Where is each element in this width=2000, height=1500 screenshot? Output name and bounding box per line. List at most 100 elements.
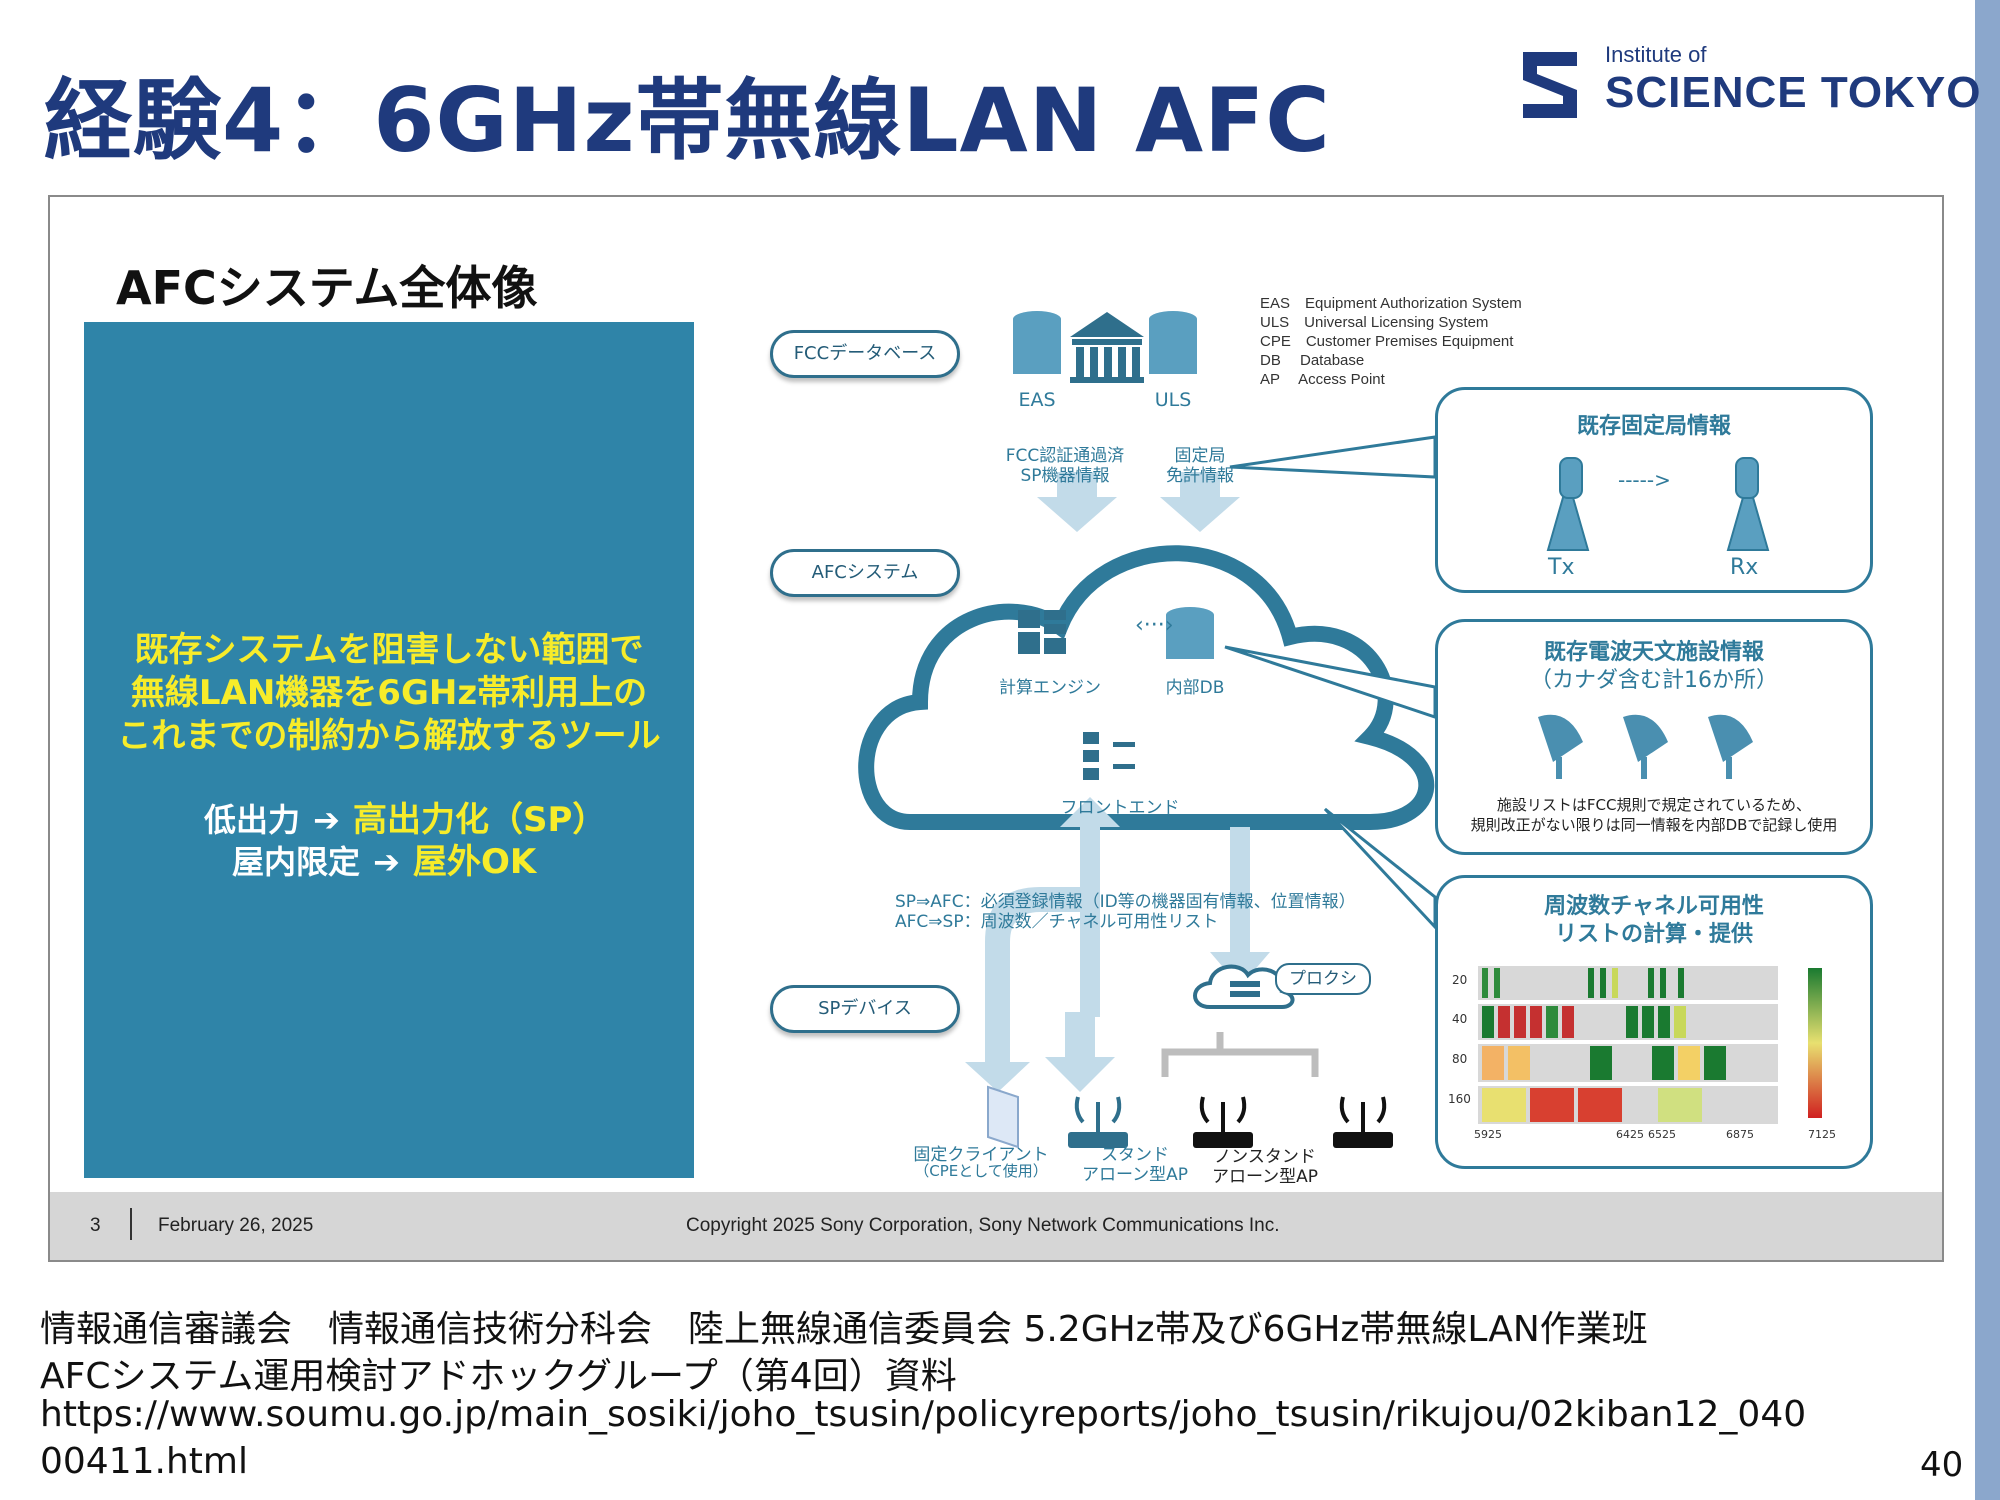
callout-fixed-station: 既存固定局情報 -----> Tx Rx (1435, 387, 1873, 593)
summary-line-1: 既存システムを阻害しない範囲で (134, 630, 644, 670)
source-line-1: 情報通信審議会 情報通信技術分科会 陸上無線通信委員会 5.2GHz帯及び6GH… (40, 1309, 1648, 1350)
eas-label: EAS (1018, 389, 1056, 411)
non-standalone-label-1: ノンスタンド (1214, 1147, 1316, 1167)
x-tick: 5925 (1474, 1128, 1502, 1141)
legend-item: DB Database (1260, 352, 1365, 369)
legend-item: EAS Equipment Authorization System (1260, 295, 1522, 312)
arrow-right-icon: ➔ (313, 801, 340, 839)
uls-label: ULS (1154, 389, 1192, 411)
sp-afc-arrows (965, 797, 1270, 1092)
benefit-to: 屋外OK (413, 842, 537, 882)
callout-title: リストの計算・提供 (1554, 922, 1753, 947)
standalone-label-2: アローン型AP (1081, 1165, 1189, 1185)
fixed-license-line-1: 固定局 (1174, 446, 1226, 466)
callout-title: 既存電波天文施設情報 (1543, 640, 1764, 665)
x-tick: 7125 (1808, 1128, 1836, 1141)
callout-note-1: 施設リストはFCC規則で規定されているため、 (1496, 796, 1812, 814)
summary-line-3: これまでの制約から解放するツール (117, 716, 661, 756)
summary-line-2: 無線LAN機器を6GHz帯利用上の (130, 673, 648, 713)
x-tick: 6875 (1726, 1128, 1754, 1141)
callout-subtitle: （カナダ含む計16か所） (1530, 668, 1778, 693)
non-standalone-label-2: アローン型AP (1211, 1167, 1319, 1187)
fcc-cert-line-2: SP機器情報 (1020, 466, 1110, 486)
pill-afc-system: AFCシステム (770, 549, 960, 597)
page-number: 40 (1920, 1445, 1964, 1485)
benefit-from: 低出力 (204, 801, 301, 839)
fixed-license-line-2: 免許情報 (1166, 466, 1234, 486)
source-url-line-1[interactable]: https://www.soumu.go.jp/main_sosiki/joho… (40, 1394, 1807, 1435)
callout-title: 周波数チャネル可用性 (1544, 894, 1764, 919)
logo: Institute of SCIENCE TOKYO (1515, 40, 1980, 140)
summary-panel: 既存システムを阻害しない範囲で 無線LAN機器を6GHz帯利用上の これまでの制… (84, 322, 694, 1178)
frontend-label: フロントエンド (1060, 798, 1180, 818)
compute-engine-icon (1018, 607, 1214, 659)
callout-title: 既存固定局情報 (1576, 414, 1731, 439)
right-edge-band (1975, 0, 2000, 1500)
fcc-cert-line-1: FCC認証通過済 (1005, 446, 1125, 466)
slide-page-number: 3 (90, 1215, 101, 1236)
frontend-icon (1083, 732, 1135, 780)
callout-channel-availability: 周波数チャネル可用性 リストの計算・提供 20 40 80 160 (1435, 875, 1873, 1169)
dish-antenna-icons (1538, 714, 1753, 779)
benefit-from: 屋内限定 (232, 843, 361, 881)
pill-fcc-database: FCCデータベース (770, 330, 960, 378)
row-40 (1478, 1004, 1778, 1040)
bidirectional-arrow-icon: ‹···› (1135, 613, 1174, 638)
x-tick: 6525 (1648, 1128, 1676, 1141)
slide-footer: 3 February 26, 2025 Copyright 2025 Sony … (50, 1192, 1942, 1260)
slide-copyright: Copyright 2025 Sony Corporation, Sony Ne… (686, 1215, 1280, 1236)
logo-text-large: SCIENCE TOKYO (1605, 68, 1982, 117)
compute-engine-label: 計算エンジン (999, 678, 1101, 698)
cloud-shape (858, 545, 1435, 830)
row-label-80: 80 (1452, 1052, 1468, 1066)
legend-item: AP Access Point (1260, 371, 1385, 388)
client-label-2: （CPEとして使用） (914, 1162, 1048, 1180)
legend-item: CPE Customer Premises Equipment (1260, 333, 1514, 350)
footer-divider (130, 1208, 132, 1240)
proxy-split-arrows (1161, 1032, 1319, 1077)
logo-mark-icon (1523, 52, 1577, 118)
callout-note-2: 規則改正がない限りは同一情報を内部DBで記録し使用 (1470, 816, 1838, 834)
database-building-icon (1013, 311, 1197, 383)
standalone-ap-icon (1068, 1096, 1128, 1148)
device-icons (987, 1085, 1393, 1149)
benefit-row-2: 屋内限定 ➔ 屋外OK (232, 834, 536, 883)
x-tick: 6425 (1616, 1128, 1644, 1141)
proxy-cloud-icon (1193, 964, 1295, 1009)
slide-date: February 26, 2025 (158, 1215, 314, 1236)
antenna-link-icon (1546, 457, 1770, 551)
source-line-2: AFCシステム運用検討アドホックグループ（第4回）資料 (40, 1356, 957, 1397)
slide-title: AFCシステム全体像 (116, 261, 538, 315)
source-url-line-2[interactable]: 00411.html (40, 1441, 248, 1482)
client-label-1: 固定クライアント (913, 1145, 1049, 1165)
proxy-label: プロクシ (1275, 963, 1371, 995)
link-arrow: -----> (1618, 468, 1671, 492)
color-scale-bar (1808, 968, 1822, 1118)
callout-radio-astronomy: 既存電波天文施設情報 （カナダ含む計16か所） 施設リストはFCC規則で規定され… (1435, 619, 1873, 855)
tx-label: Tx (1548, 555, 1575, 580)
benefit-to: 高出力化（SP） (353, 800, 607, 840)
afc-to-sp-text: AFC⇒SP：周波数／チャネル可用性リスト (895, 912, 1219, 932)
client-device-icon (987, 1085, 1019, 1149)
row-label-20: 20 (1452, 973, 1468, 987)
internal-db-label: 内部DB (1165, 678, 1225, 698)
page-title: 経験4：6GHz帯無線LAN AFC (44, 69, 1331, 172)
pill-sp-device: SPデバイス (770, 985, 960, 1033)
afc-diagram (858, 435, 1437, 1092)
benefit-row-1: 低出力 ➔ 高出力化（SP） (204, 792, 606, 841)
row-label-160: 160 (1448, 1092, 1471, 1106)
arrow-right-icon: ➔ (373, 843, 400, 881)
row-160 (1478, 1086, 1778, 1124)
non-standalone-ap-icon (1193, 1096, 1393, 1148)
row-80 (1478, 1044, 1778, 1082)
fcc-down-arrows (1037, 472, 1240, 532)
channel-heatmap (1478, 966, 1822, 1124)
legend-item: ULS Universal Licensing System (1260, 314, 1489, 331)
row-label-40: 40 (1452, 1012, 1468, 1026)
embedded-slide: AFCシステム全体像 既存システムを阻害しない範囲で 無線LAN機器を6GHz帯… (48, 195, 1944, 1262)
rx-label: Rx (1730, 555, 1759, 580)
logo-text-small: Institute of (1605, 42, 1707, 67)
sp-to-afc-text: SP⇒AFC：必須登録情報（ID等の機器固有情報、位置情報） (895, 892, 1356, 912)
row-20 (1478, 966, 1778, 1000)
standalone-label-1: スタンド (1101, 1145, 1169, 1165)
